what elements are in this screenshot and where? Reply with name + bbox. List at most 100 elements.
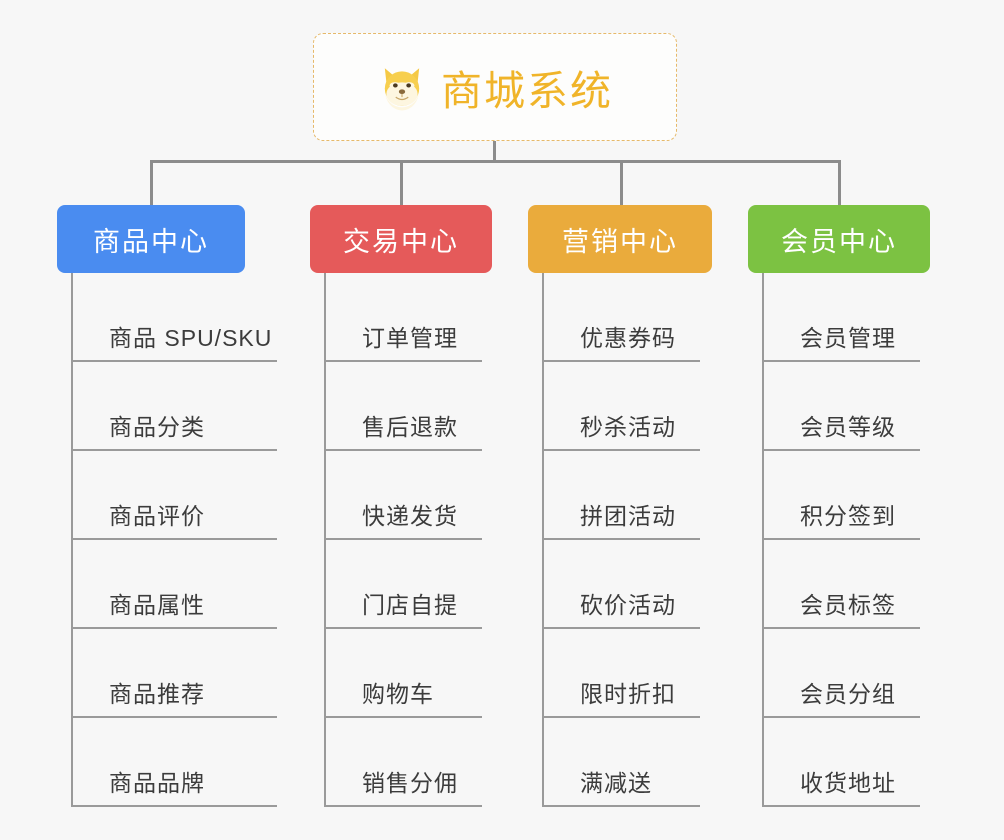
leaf-item-label: 会员管理 (800, 325, 896, 351)
leaf-item[interactable]: 售后退款 (324, 362, 482, 451)
leaf-item-underline (324, 805, 482, 807)
leaf-item-underline (542, 360, 700, 362)
leaf-item-label: 快递发货 (362, 503, 458, 529)
leaf-item-underline (324, 627, 482, 629)
leaf-item[interactable]: 会员标签 (762, 540, 920, 629)
leaf-item[interactable]: 秒杀活动 (542, 362, 700, 451)
shiba-dog-face-icon (377, 62, 427, 112)
branch-drop-line-1 (150, 160, 153, 205)
leaf-item-underline (542, 805, 700, 807)
leaf-item-label: 拼团活动 (580, 503, 676, 529)
branch-drop-line-2 (400, 160, 403, 205)
leaf-item-underline (71, 538, 277, 540)
branch-node-会员中心[interactable]: 会员中心 (748, 205, 930, 273)
leaf-spine-line (542, 273, 544, 807)
leaf-item-underline (762, 449, 920, 451)
leaf-item[interactable]: 满减送 (542, 718, 700, 807)
leaf-item-underline (762, 538, 920, 540)
leaf-item[interactable]: 积分签到 (762, 451, 920, 540)
leaf-item-underline (542, 716, 700, 718)
root-node[interactable]: 商城系统 (313, 33, 677, 141)
leaf-item-underline (324, 716, 482, 718)
leaf-item[interactable]: 商品 SPU/SKU (71, 273, 277, 362)
leaf-item[interactable]: 限时折扣 (542, 629, 700, 718)
leaf-item-label: 会员分组 (800, 681, 896, 707)
leaf-item-underline (71, 360, 277, 362)
leaf-item-underline (542, 627, 700, 629)
branch-node-交易中心[interactable]: 交易中心 (310, 205, 492, 273)
leaf-item[interactable]: 拼团活动 (542, 451, 700, 540)
leaf-item[interactable]: 订单管理 (324, 273, 482, 362)
leaf-item-label: 优惠券码 (580, 325, 676, 351)
leaf-column-1: 商品 SPU/SKU 商品分类商品评价商品属性商品推荐商品品牌 (71, 273, 277, 807)
leaf-item[interactable]: 商品推荐 (71, 629, 277, 718)
leaf-item-underline (71, 805, 277, 807)
leaf-spine-line (71, 273, 73, 807)
leaf-item-underline (71, 627, 277, 629)
leaf-item-label: 满减送 (580, 770, 652, 796)
leaf-item-label: 商品分类 (109, 414, 205, 440)
leaf-item[interactable]: 门店自提 (324, 540, 482, 629)
leaf-item[interactable]: 会员分组 (762, 629, 920, 718)
leaf-item[interactable]: 会员管理 (762, 273, 920, 362)
leaf-item-label: 商品评价 (109, 503, 205, 529)
leaf-item[interactable]: 商品品牌 (71, 718, 277, 807)
trunk-vertical-line (493, 141, 496, 163)
leaf-item-label: 商品属性 (109, 592, 205, 618)
leaf-item-label: 会员等级 (800, 414, 896, 440)
leaf-item-label: 售后退款 (362, 414, 458, 440)
leaf-column-3: 优惠券码秒杀活动拼团活动砍价活动限时折扣满减送 (542, 273, 700, 807)
leaf-spine-line (324, 273, 326, 807)
leaf-item-underline (324, 360, 482, 362)
root-title: 商城系统 (441, 68, 613, 114)
leaf-item[interactable]: 商品评价 (71, 451, 277, 540)
branch-label: 商品中心 (93, 226, 209, 257)
leaf-list-4: 会员管理会员等级积分签到会员标签会员分组收货地址 (762, 273, 920, 807)
leaf-item-label: 砍价活动 (580, 592, 676, 618)
leaf-item-label: 积分签到 (800, 503, 896, 529)
leaf-item-label: 商品品牌 (109, 770, 205, 796)
branch-label: 营销中心 (562, 226, 678, 257)
leaf-item-label: 订单管理 (362, 325, 458, 351)
leaf-item[interactable]: 收货地址 (762, 718, 920, 807)
branch-drop-line-4 (838, 160, 841, 205)
branch-label: 会员中心 (781, 226, 897, 257)
leaf-item[interactable]: 购物车 (324, 629, 482, 718)
leaf-item[interactable]: 会员等级 (762, 362, 920, 451)
leaf-item-label: 商品推荐 (109, 681, 205, 707)
leaf-item-label: 购物车 (362, 681, 434, 707)
leaf-column-2: 订单管理售后退款快递发货门店自提购物车销售分佣 (324, 273, 482, 807)
leaf-item[interactable]: 商品分类 (71, 362, 277, 451)
leaf-item-underline (762, 716, 920, 718)
branch-node-商品中心[interactable]: 商品中心 (57, 205, 245, 273)
leaf-item[interactable]: 商品属性 (71, 540, 277, 629)
leaf-item-underline (324, 538, 482, 540)
branch-node-营销中心[interactable]: 营销中心 (528, 205, 712, 273)
leaf-item[interactable]: 砍价活动 (542, 540, 700, 629)
leaf-item-underline (71, 716, 277, 718)
leaf-item-underline (324, 449, 482, 451)
leaf-column-4: 会员管理会员等级积分签到会员标签会员分组收货地址 (762, 273, 920, 807)
leaf-item-underline (542, 538, 700, 540)
leaf-item-underline (542, 449, 700, 451)
leaf-item-underline (762, 627, 920, 629)
leaf-item-label: 收货地址 (800, 770, 896, 796)
leaf-item-label: 秒杀活动 (580, 414, 676, 440)
leaf-item[interactable]: 销售分佣 (324, 718, 482, 807)
leaf-item-label: 会员标签 (800, 592, 896, 618)
branch-horizontal-bus (150, 160, 840, 163)
leaf-item[interactable]: 优惠券码 (542, 273, 700, 362)
leaf-item-label: 限时折扣 (580, 681, 676, 707)
leaf-list-3: 优惠券码秒杀活动拼团活动砍价活动限时折扣满减送 (542, 273, 700, 807)
leaf-item-underline (71, 449, 277, 451)
leaf-item-underline (762, 805, 920, 807)
leaf-item-label: 销售分佣 (362, 770, 458, 796)
leaf-list-1: 商品 SPU/SKU 商品分类商品评价商品属性商品推荐商品品牌 (71, 273, 277, 807)
leaf-item-underline (762, 360, 920, 362)
branch-label: 交易中心 (343, 226, 459, 257)
leaf-item[interactable]: 快递发货 (324, 451, 482, 540)
leaf-item-label: 门店自提 (362, 592, 458, 618)
leaf-spine-line (762, 273, 764, 807)
branch-drop-line-3 (620, 160, 623, 205)
